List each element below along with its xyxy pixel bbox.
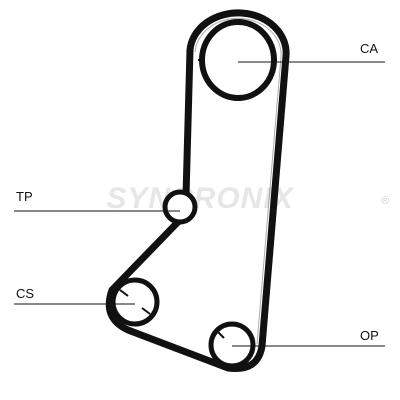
watermark: SYNCRONIX ® [106,182,389,215]
label-ca: CA [360,41,378,56]
watermark-registered-mark: ® [381,195,389,207]
oil-pump-pulley [208,321,256,369]
timing-belt-inner-edge [194,17,282,345]
label-cs: CS [16,286,34,301]
camshaft-pulley [198,19,277,101]
label-tp: TP [16,189,33,204]
label-op: OP [360,328,379,343]
watermark-text: SYNCRONIX [106,182,294,215]
countershaft-pulley [110,277,160,327]
tensioner-pulley [162,189,198,225]
